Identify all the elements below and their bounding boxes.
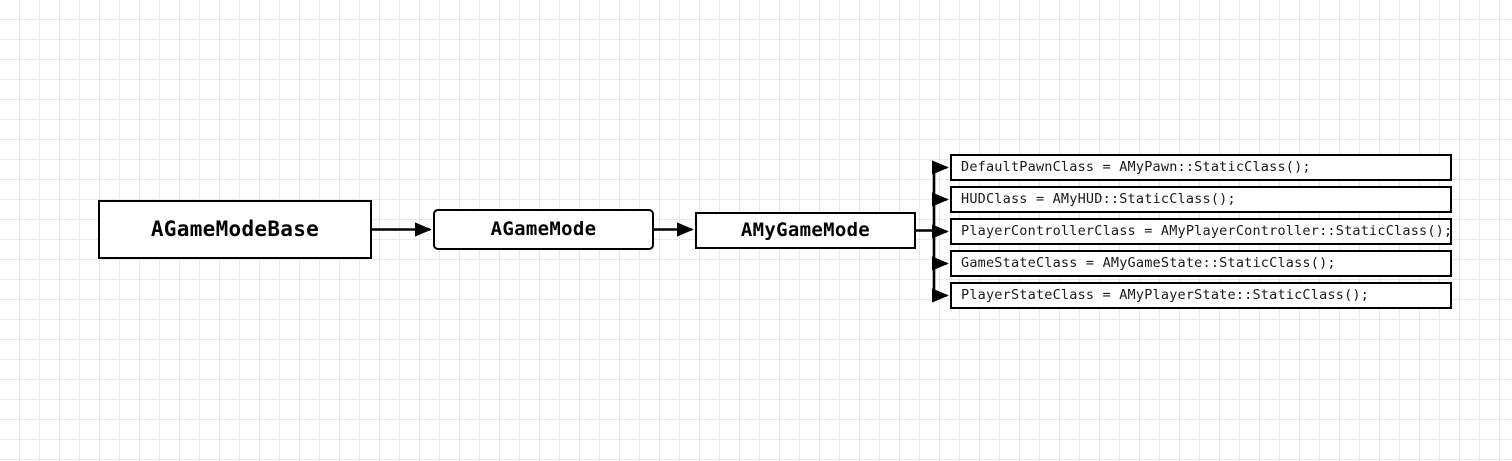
property-label-player-controller-class: PlayerControllerClass = AMyPlayerControl… [961, 222, 1453, 239]
property-box-game-state-class[interactable]: GameStateClass = AMyGameState::StaticCla… [950, 250, 1452, 277]
property-box-player-state-class[interactable]: PlayerStateClass = AMyPlayerState::Stati… [950, 282, 1452, 309]
class-box-agamemode[interactable]: AGameMode [433, 209, 654, 250]
property-box-player-controller-class[interactable]: PlayerControllerClass = AMyPlayerControl… [950, 218, 1452, 245]
property-label-player-state-class: PlayerStateClass = AMyPlayerState::Stati… [961, 286, 1370, 303]
property-label-game-state-class: GameStateClass = AMyGameState::StaticCla… [961, 254, 1336, 271]
property-box-default-pawn-class[interactable]: DefaultPawnClass = AMyPawn::StaticClass(… [950, 154, 1452, 181]
property-box-hud-class[interactable]: HUDClass = AMyHUD::StaticClass(); [950, 186, 1452, 213]
class-box-agamemodebase[interactable]: AGameModeBase [98, 200, 372, 259]
class-box-agamemodebase-label: AGameModeBase [150, 217, 320, 241]
class-box-amygamemode[interactable]: AMyGameMode [695, 212, 916, 249]
class-box-amygamemode-label: AMyGameMode [740, 219, 871, 241]
property-label-default-pawn-class: DefaultPawnClass = AMyPawn::StaticClass(… [961, 158, 1311, 175]
class-box-agamemode-label: AGameMode [490, 218, 597, 240]
property-label-hud-class: HUDClass = AMyHUD::StaticClass(); [961, 190, 1236, 207]
